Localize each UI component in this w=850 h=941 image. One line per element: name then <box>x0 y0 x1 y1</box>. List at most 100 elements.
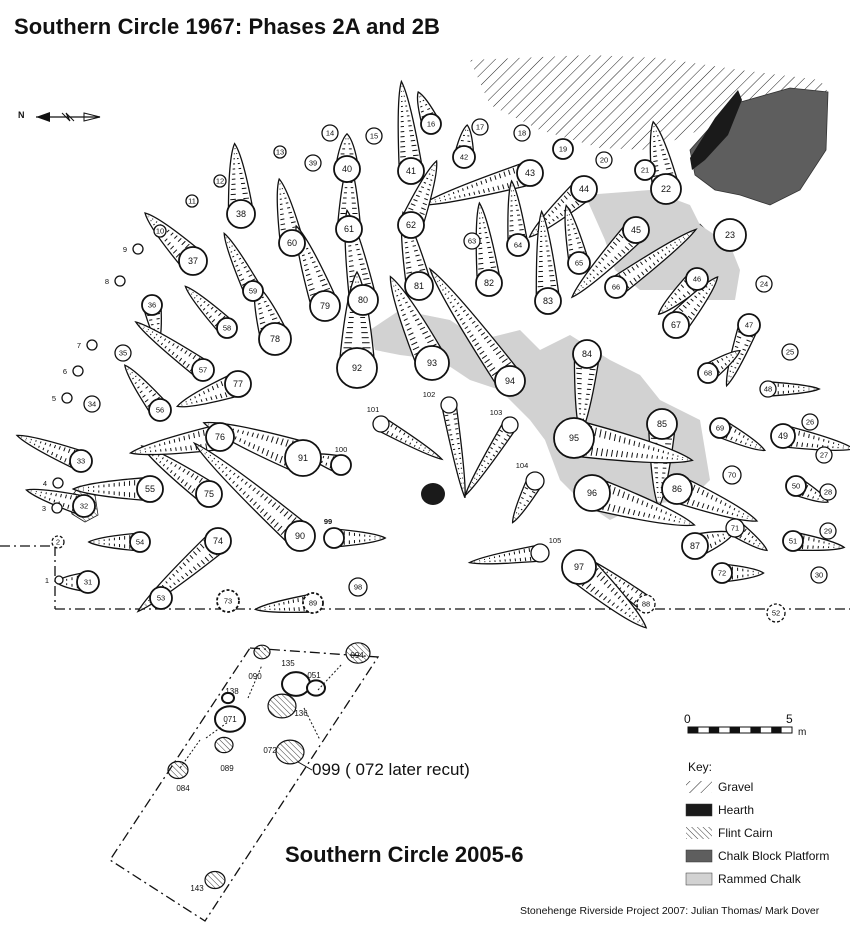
ramp-hachure <box>622 271 627 277</box>
posthole-label-22: 22 <box>661 184 671 194</box>
ramp-hachure <box>271 317 278 321</box>
posthole-95 <box>553 417 595 459</box>
ramp-hachure <box>155 221 158 223</box>
ramp-hachure <box>660 509 663 513</box>
ramp-hachure <box>647 445 650 450</box>
ramp-hachure <box>450 294 453 297</box>
ramp-hachure <box>531 490 536 494</box>
posthole-label-51: 51 <box>789 537 797 546</box>
ramp-hachure <box>153 223 155 226</box>
ramp-hachure <box>594 589 600 595</box>
ramp-hachure <box>301 254 305 257</box>
ramp-hachure <box>607 599 612 604</box>
ramp-hachure <box>279 203 283 205</box>
ramp-hachure <box>598 592 604 598</box>
ramp-hachure <box>412 149 418 152</box>
ramp-hachure <box>288 211 293 214</box>
ramp-outline <box>564 204 590 266</box>
ramp-hachure <box>801 442 804 447</box>
ramp-outline <box>134 320 210 379</box>
ramp-hachure <box>210 396 213 401</box>
posthole-31 <box>76 570 100 594</box>
ramp-hachure <box>236 253 239 256</box>
ramp-hachure <box>554 206 558 210</box>
posthole-103 <box>501 416 519 434</box>
ramp-hachure <box>731 512 734 516</box>
ramp-hachure <box>219 393 223 399</box>
ramp-hachure <box>424 198 429 201</box>
posthole-24 <box>755 275 773 293</box>
scale-bar <box>687 726 793 734</box>
ramp-hachure <box>500 442 505 445</box>
ramp-hachure <box>610 449 614 457</box>
ramp-hachure <box>747 532 751 536</box>
ramp-hachure <box>747 438 749 441</box>
ramp-hachure <box>812 496 815 499</box>
ramp-hachure <box>478 468 481 471</box>
ramp-hachure <box>489 458 493 461</box>
ramp-hachure <box>348 260 354 262</box>
ramp-hachure <box>696 501 700 508</box>
posthole-69 <box>709 417 731 439</box>
ramp-hachure <box>626 493 630 500</box>
ramp-hachure <box>172 249 178 254</box>
ramp-hachure <box>691 499 695 506</box>
ramp-hachure <box>680 284 685 288</box>
posthole-label-34: 34 <box>88 400 96 409</box>
ramp-hachure <box>181 240 186 246</box>
ramp-hachure <box>810 488 813 492</box>
ramp-hachure <box>465 313 470 317</box>
ramp-hachure <box>55 493 57 497</box>
ramp-hachure <box>291 517 297 523</box>
posthole-36 <box>141 294 163 316</box>
ramp-hachure <box>653 514 656 519</box>
ramp-hachure <box>607 263 611 267</box>
posthole-58 <box>216 317 238 339</box>
ramp-hachure <box>50 492 52 496</box>
ramp-hachure <box>503 171 506 177</box>
posthole-label-98: 98 <box>354 583 362 592</box>
posthole-18 <box>513 124 531 142</box>
scale-bar-segment <box>750 727 761 733</box>
ramp-hachure <box>652 254 656 257</box>
posthole-75 <box>195 480 223 508</box>
ramp-hachure <box>246 270 250 273</box>
ramp-hachure <box>252 444 256 450</box>
ramp-hachure <box>160 342 163 346</box>
ramp-hachure <box>489 343 495 348</box>
ramp-hachure <box>210 306 214 310</box>
ramp-hachure <box>58 446 61 450</box>
ramp-hachure <box>148 389 153 393</box>
posthole-10 <box>153 224 167 238</box>
ramp-hachure <box>168 440 171 444</box>
ramp-hachure <box>806 443 809 448</box>
ramp-hachure <box>617 506 621 513</box>
ramp-hachure <box>418 190 422 193</box>
posthole-15 <box>365 127 383 145</box>
ramp-hachure <box>405 322 410 326</box>
ramp-hachure <box>199 297 202 300</box>
ramp-hachure <box>252 487 256 492</box>
feature-label-071: 071 <box>223 715 237 724</box>
ramp-hachure <box>519 502 522 504</box>
feature-label-090: 090 <box>248 672 262 681</box>
ramp-hachure <box>188 352 192 357</box>
ramp-hachure <box>412 314 417 317</box>
posthole-76 <box>205 422 235 452</box>
ramp-hachure <box>185 572 189 577</box>
ramp-hachure <box>641 453 644 459</box>
ramp-hachure <box>478 262 484 265</box>
ramp-hachure <box>214 309 218 313</box>
ramp-hachure <box>177 476 181 480</box>
ramp-outline <box>586 476 696 527</box>
ramp-hachure <box>420 110 424 113</box>
ramp-hachure <box>163 338 167 341</box>
posthole-67 <box>662 311 690 339</box>
ramp-hachure <box>626 451 629 458</box>
ramp-hachure <box>736 514 739 517</box>
ramp-hachure <box>595 265 598 268</box>
ramp-hachure <box>317 274 323 278</box>
ramp-hachure <box>572 228 576 230</box>
key-swatch-dark-grey-fill <box>685 849 713 863</box>
